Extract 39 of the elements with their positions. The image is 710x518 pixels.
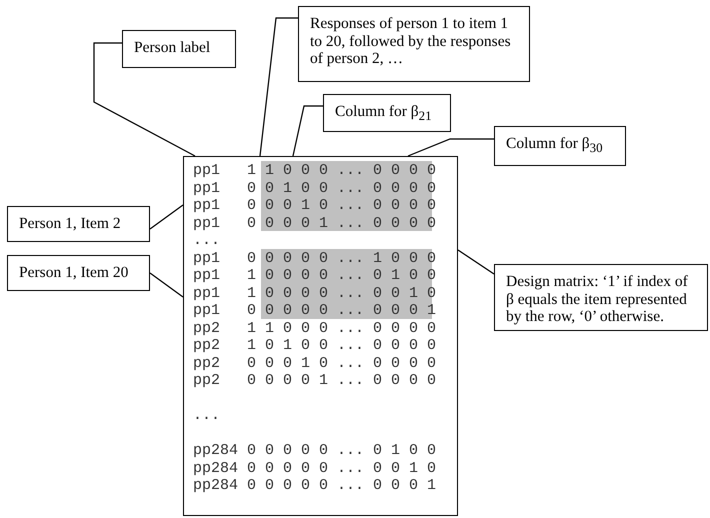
data-row: pp284 0 0 0 0 0 ... 0 0 0 1	[193, 477, 436, 494]
callout-box	[323, 94, 451, 132]
data-row: pp1 1 0 0 0 0 ... 0 1 0 0	[193, 267, 436, 284]
callout-text: Column for β$_{21}$	[335, 103, 433, 125]
data-row: pp1 0 0 1 0 0 ... 0 0 0 0	[193, 180, 436, 197]
data-row: pp2 0 0 0 1 0 ... 0 0 0 0	[193, 354, 436, 372]
leader-line	[292, 105, 323, 156]
data-row: ...	[193, 232, 220, 250]
data-row: pp1 1 0 0 0 0 ... 0 0 1 0	[193, 284, 436, 302]
data-listing-box	[183, 156, 458, 516]
callout-box	[298, 6, 530, 82]
callout-box	[494, 264, 708, 331]
callout-text: Person label	[134, 39, 212, 56]
callout-text: Person 1, Item 20	[19, 264, 130, 282]
callout-box	[7, 206, 150, 242]
leader-line	[150, 272, 184, 298]
leader-line	[408, 138, 494, 157]
data-row: pp1 1 1 0 0 0 ... 0 0 0 0	[193, 162, 436, 180]
callout-box	[7, 255, 150, 291]
leader-line	[150, 204, 184, 230]
data-row: pp1 0 0 0 0 0 ... 0 0 0 1	[193, 302, 436, 320]
data-row: ...	[193, 407, 220, 424]
leader-line	[93, 42, 196, 157]
data-row: pp1 0 0 0 0 1 ... 0 0 0 0	[193, 214, 436, 232]
leader-line	[259, 17, 298, 156]
callout-text: Column for β$_{30}$	[506, 135, 604, 157]
callout-box	[122, 30, 236, 68]
data-row: pp1 0 0 0 0 0 ... 1 0 0 0	[193, 250, 436, 267]
data-row: pp2 1 1 0 0 0 ... 0 0 0 0	[193, 320, 436, 337]
callout-text: Person 1, Item 2	[19, 215, 122, 232]
data-row: pp284 0 0 0 0 0 ... 0 0 1 0	[193, 460, 436, 477]
data-row: pp1 0 0 0 1 0 ... 0 0 0 0	[193, 197, 436, 214]
callout-box	[494, 126, 626, 166]
data-row: pp284 0 0 0 0 0 ... 0 1 0 0	[193, 442, 436, 460]
data-row: pp2 0 0 0 0 1 ... 0 0 0 0	[193, 372, 436, 390]
callout-text: Responses of person 1 to item 1 to 20, followed by the responses of person 2, …	[310, 15, 512, 68]
callout-text: Design matrix: ‘1’ if index of β equals the item represented by the row, ‘0’ otherwise.	[506, 273, 689, 326]
data-row: pp2 1 0 1 0 0 ... 0 0 0 0	[193, 337, 436, 354]
leader-line	[458, 250, 494, 274]
